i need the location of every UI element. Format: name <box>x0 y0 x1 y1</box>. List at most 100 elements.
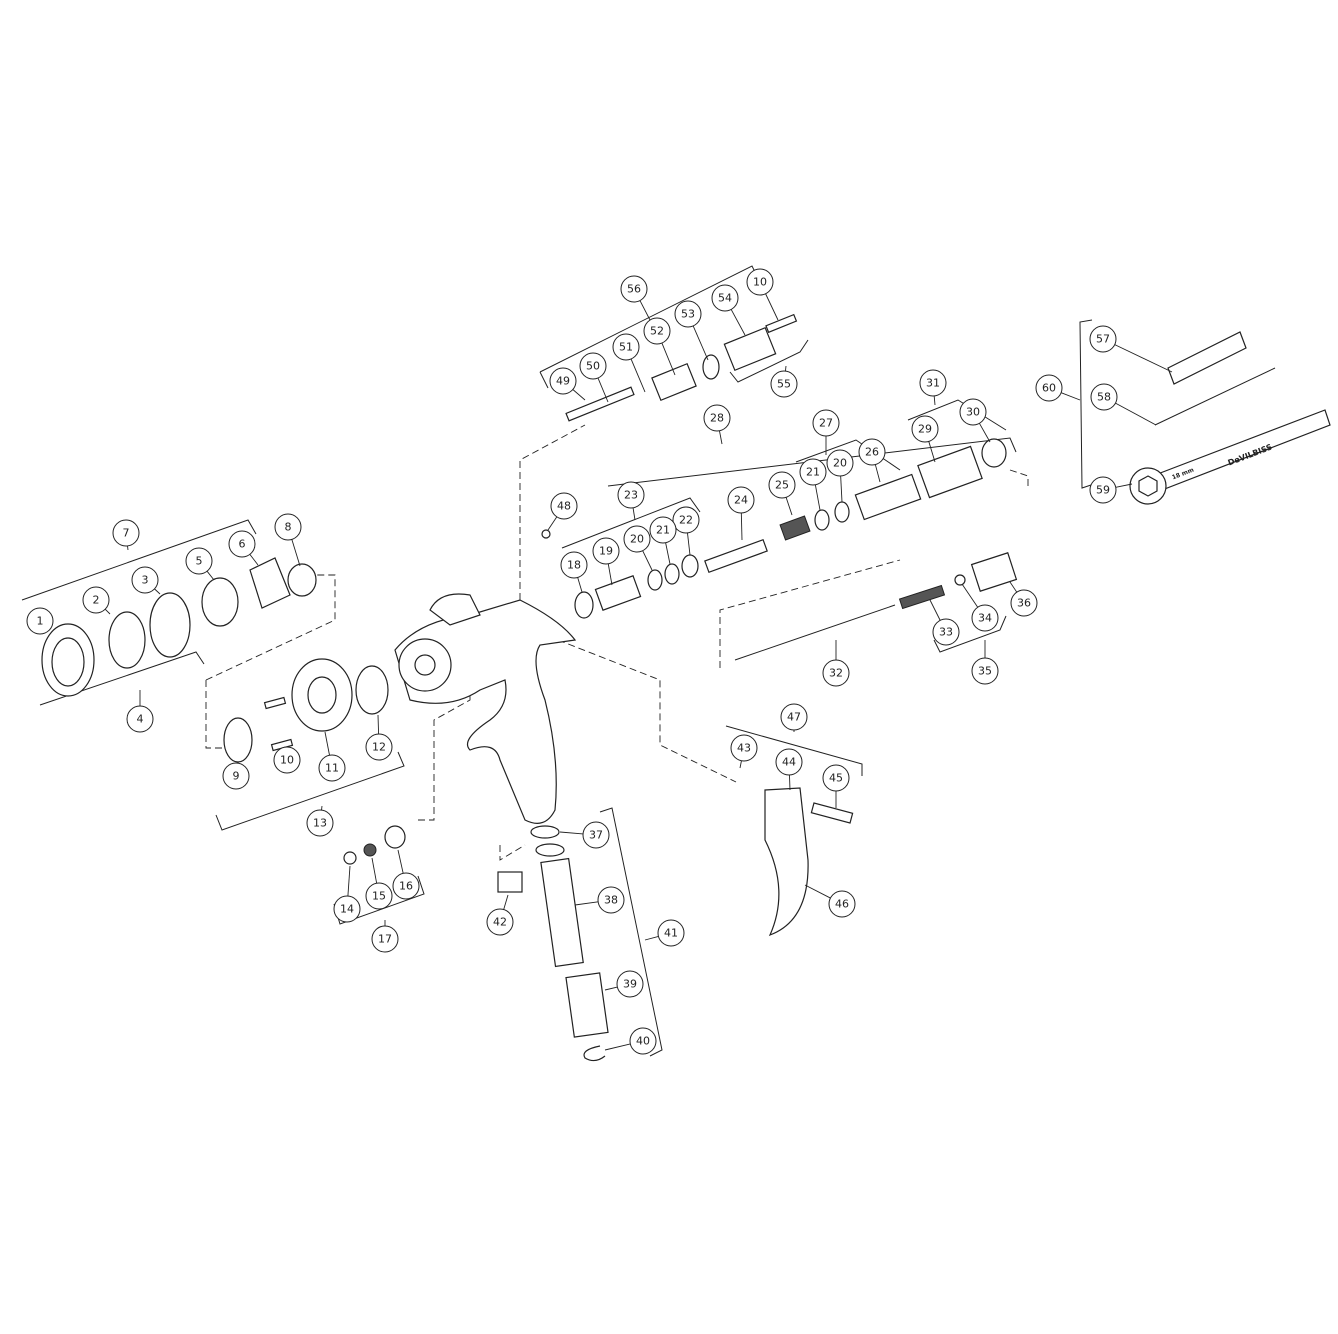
callout-13: 13 <box>306 805 334 837</box>
leader-line <box>719 430 723 445</box>
callout-number: 11 <box>325 762 339 775</box>
callout-42: 42 <box>486 894 514 936</box>
callout-11: 11 <box>318 731 346 782</box>
callout-20: 20 <box>623 525 653 571</box>
callout-circle <box>959 398 987 426</box>
callout-circle <box>550 492 578 520</box>
air-cap-ring-inner <box>51 637 85 687</box>
callout-circle <box>657 919 685 947</box>
needle-spring <box>898 584 946 610</box>
leader-line <box>687 532 691 556</box>
callout-circle <box>649 516 677 544</box>
callout-number: 49 <box>556 375 570 388</box>
callout-25: 25 <box>768 471 796 516</box>
callout-number: 20 <box>833 457 847 470</box>
callout-number: 40 <box>636 1035 650 1048</box>
bracket-23 <box>561 497 701 549</box>
o-ring <box>530 825 560 839</box>
knob-sleeve <box>917 445 983 499</box>
leader-line <box>607 563 613 586</box>
callout-number: 60 <box>1042 382 1056 395</box>
pin <box>765 313 798 334</box>
callout-circle <box>560 551 588 579</box>
callout-number: 15 <box>372 890 386 903</box>
callout-24: 24 <box>727 486 755 541</box>
callout-number: 41 <box>664 927 678 940</box>
callout-circle <box>1010 589 1038 617</box>
assembly-line <box>557 639 737 783</box>
leader-line <box>692 325 709 361</box>
callout-18: 18 <box>560 551 588 593</box>
callout-number: 26 <box>865 446 879 459</box>
callout-number: 19 <box>599 545 613 558</box>
callout-number: 6 <box>239 538 246 551</box>
callout-27: 27 <box>812 409 840 455</box>
callout-circle <box>623 525 651 553</box>
callout-number: 24 <box>734 494 748 507</box>
seal <box>834 501 850 523</box>
valve-housing <box>594 575 642 611</box>
bracket-27 <box>795 439 901 471</box>
callout-39: 39 <box>604 970 644 998</box>
callout-number: 57 <box>1096 333 1110 346</box>
callout-36: 36 <box>1009 581 1038 617</box>
leader-line <box>630 358 646 393</box>
callout-58: 58 <box>1090 383 1157 426</box>
assembly-line <box>499 844 526 861</box>
callout-49: 49 <box>549 367 586 401</box>
callout-60: 60 <box>1035 374 1081 402</box>
callout-number: 25 <box>775 479 789 492</box>
adjust-body <box>854 473 922 521</box>
leader-line <box>154 588 161 595</box>
leader-line <box>740 512 743 541</box>
leader-line <box>979 423 991 443</box>
callout-circle <box>597 886 625 914</box>
callout-number: 55 <box>777 378 791 391</box>
callout-number: 48 <box>557 500 571 513</box>
callout-44: 44 <box>775 748 803 791</box>
small-spring <box>363 843 377 857</box>
callout-number: 18 <box>567 559 581 572</box>
leader-line <box>1114 344 1173 373</box>
callout-number: 13 <box>313 817 327 830</box>
callout-circle <box>273 746 301 774</box>
callout-52: 52 <box>643 317 676 376</box>
tool-57 <box>1167 331 1247 385</box>
callout-circle <box>730 734 758 762</box>
callout-15: 15 <box>365 857 393 910</box>
callout-7: 7 <box>112 519 140 551</box>
seal <box>664 563 680 585</box>
callout-circle <box>919 369 947 397</box>
callout-number: 21 <box>806 466 820 479</box>
leader-line <box>1115 483 1133 488</box>
seal <box>681 554 699 578</box>
small-part <box>384 825 406 849</box>
callout-circle <box>822 659 850 687</box>
seal-ring <box>355 665 389 715</box>
callout-number: 8 <box>285 521 292 534</box>
callout-33: 33 <box>929 599 960 646</box>
callout-circle <box>112 519 140 547</box>
leader-line <box>642 550 653 571</box>
callout-circle <box>228 530 256 558</box>
callout-circle <box>799 458 827 486</box>
callout-circle <box>780 703 808 731</box>
callout-circle <box>592 537 620 565</box>
callout-number: 46 <box>835 898 849 911</box>
o-ring <box>149 592 191 658</box>
leader-line <box>784 365 787 372</box>
leader-line <box>547 516 558 531</box>
callout-number: 14 <box>340 903 354 916</box>
callout-8: 8 <box>274 513 302 567</box>
plug <box>497 871 523 893</box>
callout-circle <box>365 882 393 910</box>
callout-46: 46 <box>804 884 856 918</box>
callout-circle <box>579 352 607 380</box>
leader-line <box>291 539 301 567</box>
callout-circle <box>971 604 999 632</box>
fluid-adjust-body <box>651 362 697 402</box>
callout-43: 43 <box>730 734 758 769</box>
callout-23: 23 <box>617 481 645 521</box>
callout-57: 57 <box>1089 325 1173 373</box>
